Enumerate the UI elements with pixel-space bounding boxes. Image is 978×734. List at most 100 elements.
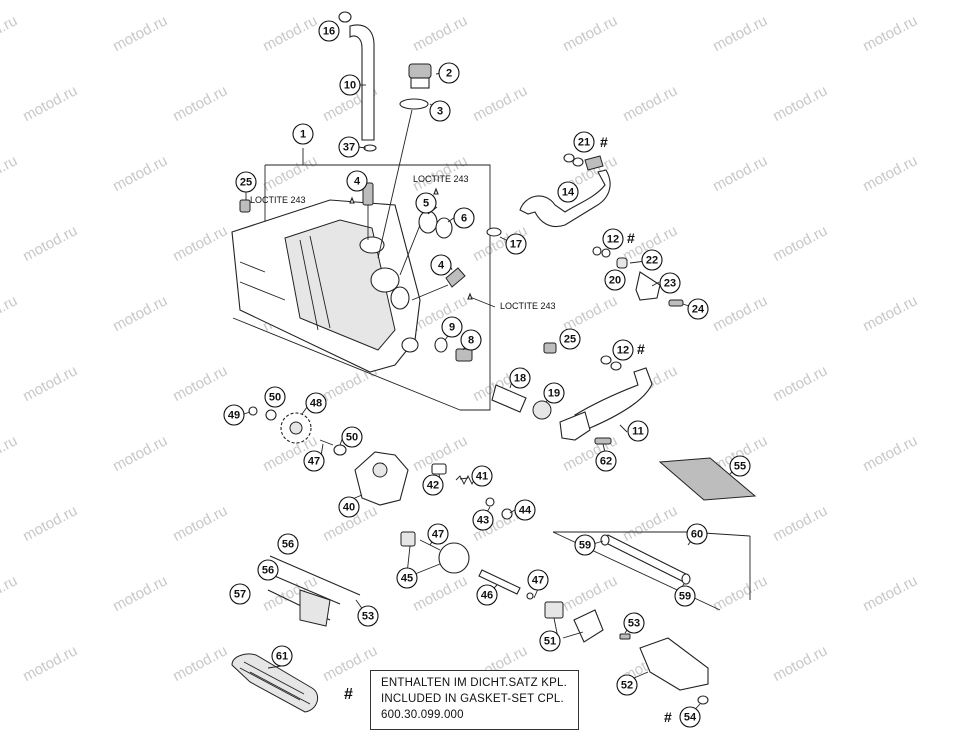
callout-circle — [543, 382, 565, 404]
callout-circle — [292, 123, 314, 145]
callout-25b: 25 — [559, 328, 581, 350]
callout-label: 44 — [519, 505, 532, 517]
callout-circle — [303, 450, 325, 472]
callout-label: 37 — [343, 142, 355, 154]
callout-label: 41 — [476, 471, 488, 483]
callout-circle — [574, 534, 596, 556]
callout-25a: 25 — [235, 171, 257, 193]
callout-label: 50 — [269, 392, 281, 404]
loctite-label-lower: LOCTITE 243 — [500, 301, 556, 311]
callout-circle — [257, 559, 279, 581]
callout-20: 20 — [604, 269, 626, 291]
callout-label: 9 — [449, 322, 455, 334]
callout-label: 25 — [240, 177, 252, 189]
pump-shaft-46 — [478, 569, 534, 600]
note-line-1: ENTHALTEN IM DICHT.SATZ KPL. — [381, 677, 568, 689]
callout-label: 52 — [621, 680, 633, 692]
callout-1: 1 — [292, 123, 314, 145]
relief-valve — [431, 463, 513, 520]
callout-circle — [430, 254, 452, 276]
gasket-set-note: ENTHALTEN IM DICHT.SATZ KPL. INCLUDED IN… — [370, 670, 579, 730]
callout-label: 61 — [276, 651, 288, 663]
callout-circle — [427, 523, 449, 545]
callout-label: 62 — [600, 456, 612, 468]
callout-label: 4 — [354, 176, 361, 188]
oil-pump-housing — [354, 451, 409, 506]
callout-label: 23 — [664, 278, 676, 290]
callout-label: 60 — [691, 529, 703, 541]
callout-label: 47 — [532, 575, 544, 587]
callout-circle — [641, 249, 663, 271]
callout-57: 57 — [229, 583, 251, 605]
callout-11: 11 — [627, 420, 649, 442]
callout-circle — [471, 465, 493, 487]
callout-47b: 47 — [427, 523, 449, 545]
loctite-label-upper-right: LOCTITE 243 — [413, 174, 469, 184]
callout-label: 56 — [282, 539, 294, 551]
callout-circle — [509, 367, 531, 389]
callout-circle — [612, 339, 634, 361]
callout-41: 41 — [471, 465, 493, 487]
callout-56b: 56 — [257, 559, 279, 581]
callout-17: 17 — [505, 233, 527, 255]
callout-4a: 4 — [346, 170, 368, 192]
callout-label: 54 — [684, 712, 697, 724]
pump-gear — [248, 406, 347, 456]
callout-circle — [539, 630, 561, 652]
callout-circle — [357, 605, 379, 627]
callout-label: 1 — [300, 129, 306, 141]
callout-circle — [415, 192, 437, 214]
callout-6: 6 — [453, 207, 475, 229]
callout-circle — [429, 100, 451, 122]
callout-label: 14 — [562, 187, 575, 199]
callout-label: 40 — [343, 502, 355, 514]
hash-mark-21: # — [600, 134, 608, 150]
fitting-lower — [411, 267, 466, 301]
callout-circle — [659, 272, 681, 294]
callout-label: 53 — [362, 611, 374, 623]
callout-49: 49 — [223, 404, 245, 426]
callout-circle — [679, 706, 701, 728]
callout-circle — [264, 386, 286, 408]
callout-23: 23 — [659, 272, 681, 294]
callout-42: 42 — [422, 474, 444, 496]
callout-circle — [453, 207, 475, 229]
callout-circle — [441, 316, 463, 338]
callout-circle — [527, 569, 549, 591]
oil-tank — [231, 199, 421, 373]
callout-53a: 53 — [357, 605, 379, 627]
callout-43: 43 — [472, 509, 494, 531]
callout-circle — [687, 298, 709, 320]
callout-label: 5 — [423, 198, 429, 210]
callout-label: 49 — [228, 410, 240, 422]
callout-circle — [223, 404, 245, 426]
suction-pipe-11 — [491, 355, 653, 445]
callout-18: 18 — [509, 367, 531, 389]
callout-12b: 12 — [612, 339, 634, 361]
callout-12a: 12 — [602, 228, 624, 250]
callout-circle — [476, 584, 498, 606]
callout-60: 60 — [686, 523, 708, 545]
callout-62: 62 — [595, 450, 617, 472]
callout-circle — [505, 233, 527, 255]
callout-circle — [559, 328, 581, 350]
callout-19: 19 — [543, 382, 565, 404]
callout-circle — [604, 269, 626, 291]
pump-rotor-45 — [400, 531, 470, 574]
callout-circle — [422, 474, 444, 496]
callout-4b: 4 — [430, 254, 452, 276]
callout-16: 16 — [318, 20, 340, 42]
callout-label: 16 — [323, 26, 335, 38]
callout-5: 5 — [415, 192, 437, 214]
callout-circle — [595, 450, 617, 472]
callout-circle — [616, 674, 638, 696]
callout-label: 59 — [579, 540, 591, 552]
callout-label: 19 — [548, 388, 560, 400]
callout-10: 10 — [339, 74, 361, 96]
callout-circle — [729, 455, 751, 477]
callout-46: 46 — [476, 584, 498, 606]
callout-label: 3 — [437, 106, 443, 118]
